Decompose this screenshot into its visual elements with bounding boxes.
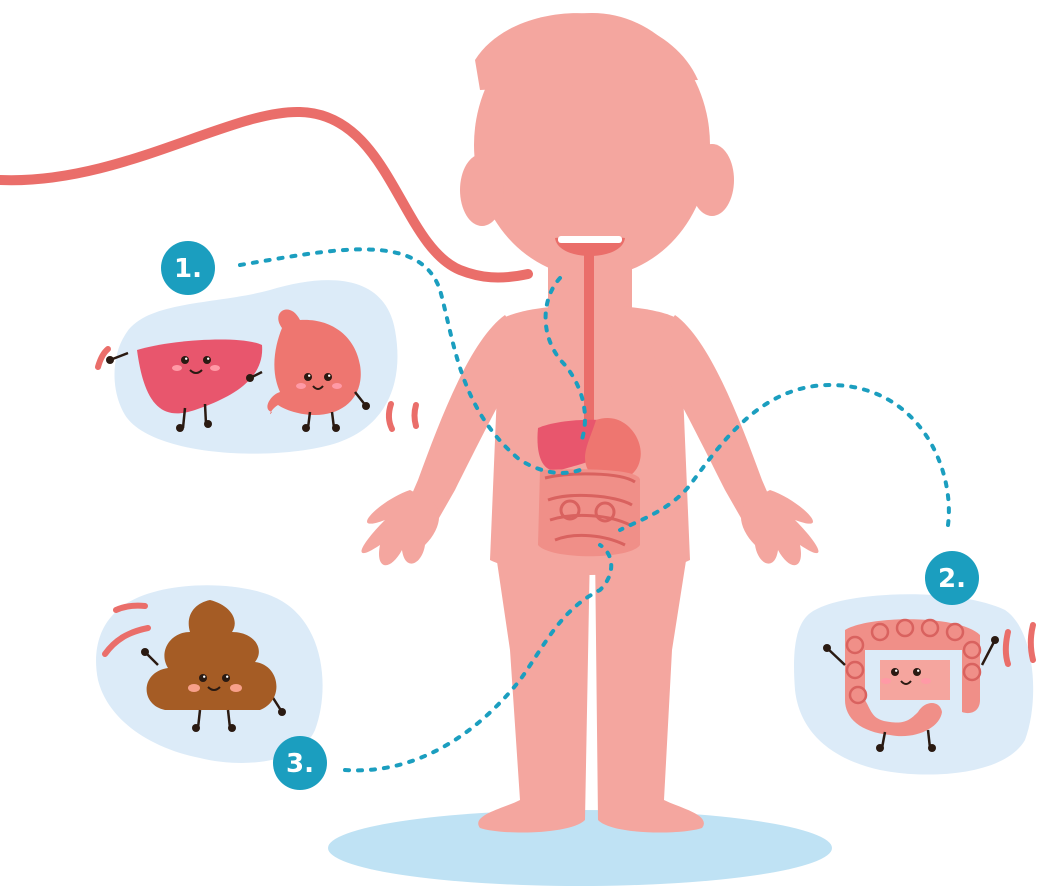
motion-dash	[415, 405, 417, 426]
motion-dash	[389, 404, 392, 429]
step3-bubble	[96, 585, 323, 763]
step1-bubble	[98, 280, 416, 454]
step3-badge: 3.	[273, 736, 327, 790]
step2-badge: 2.	[925, 551, 979, 605]
step1-badge: 1.	[161, 241, 215, 295]
step2-number: 2.	[938, 564, 966, 594]
step2-bubble	[794, 594, 1033, 774]
motion-dash	[1006, 632, 1008, 664]
motion-dash	[98, 349, 108, 367]
step1-number: 1.	[174, 254, 202, 284]
motion-dash	[1031, 625, 1033, 660]
step3-number: 3.	[286, 749, 314, 779]
feeding-tube-line	[0, 112, 528, 278]
intestines	[538, 469, 640, 556]
esophagus	[584, 248, 594, 428]
